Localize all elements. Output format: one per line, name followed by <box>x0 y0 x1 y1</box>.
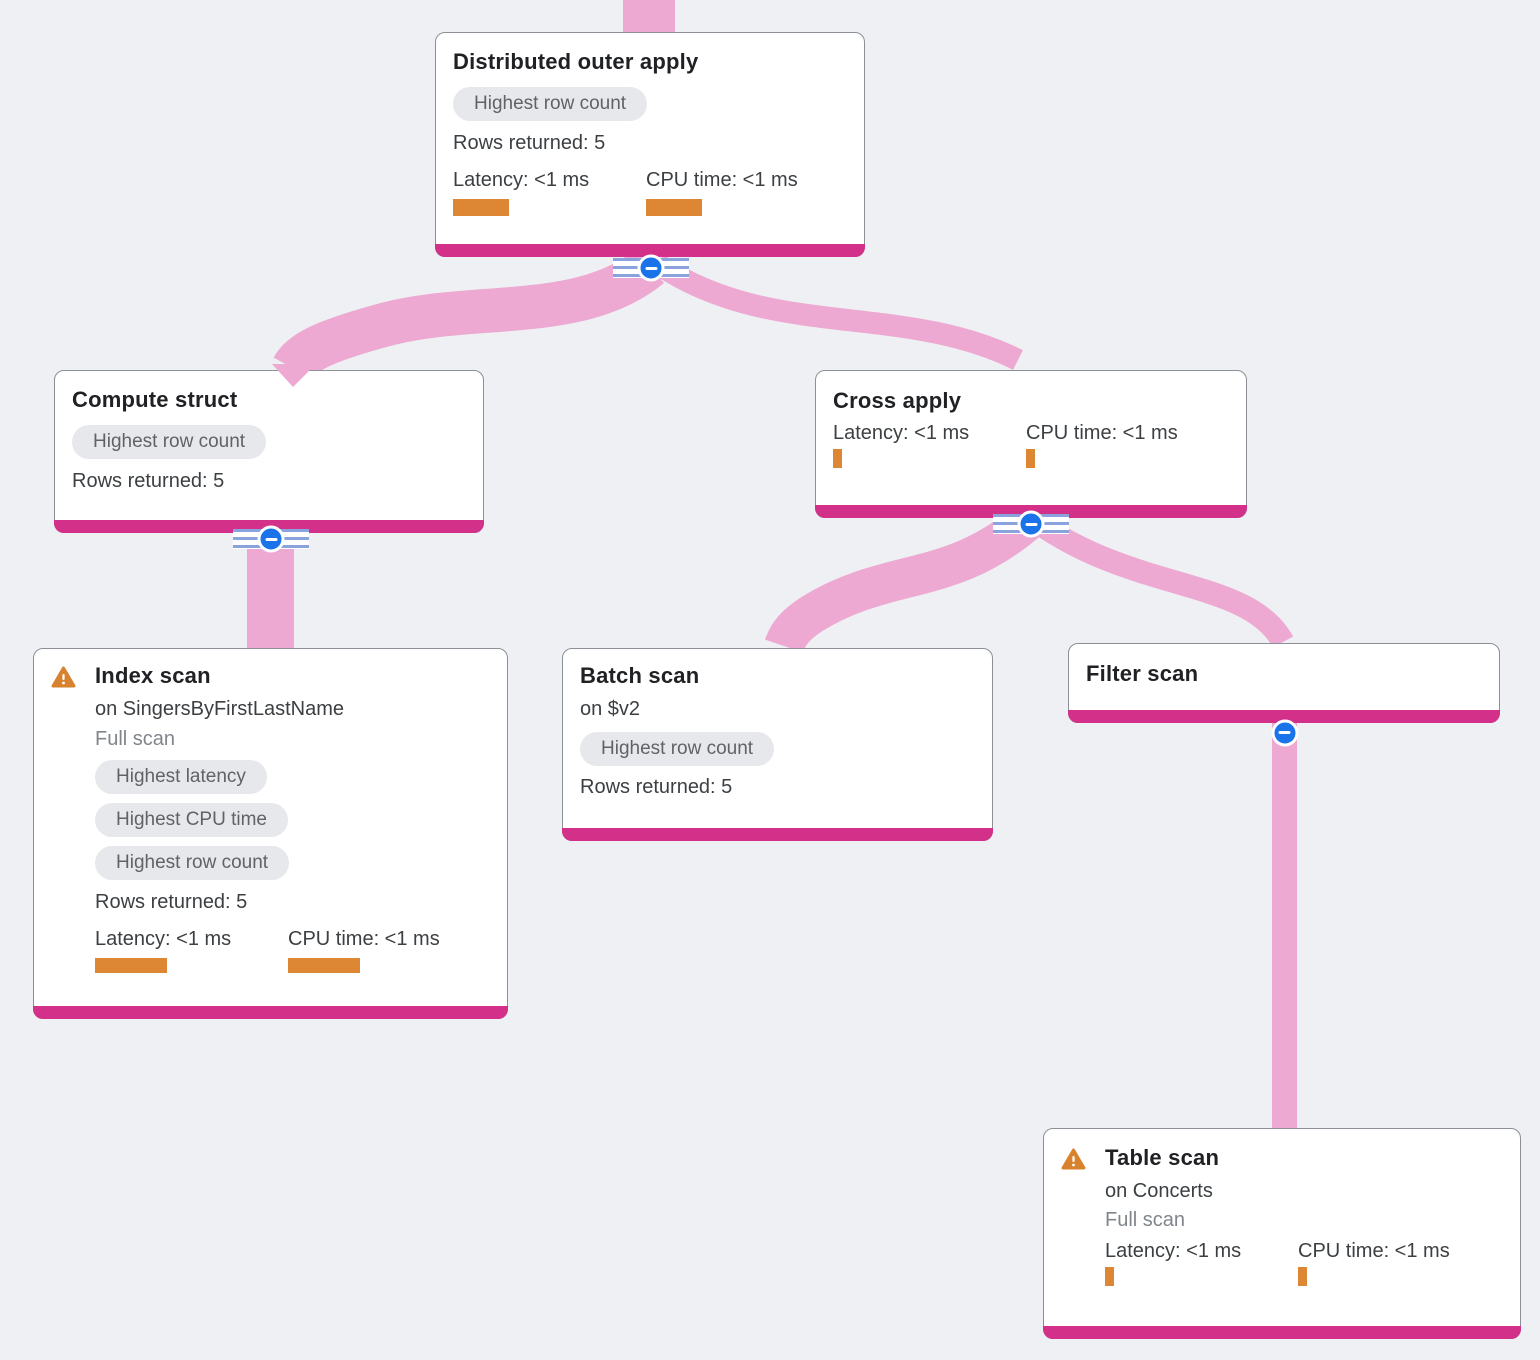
collapse-button-cross-apply[interactable] <box>993 510 1069 538</box>
rows-returned: Rows returned: 5 <box>72 470 225 492</box>
latency-bar <box>453 199 509 216</box>
node-footer-bar <box>562 828 993 841</box>
collapse-minus-circle-icon <box>1017 510 1045 538</box>
cpu-time-bar <box>646 199 702 216</box>
edge-doa-to-cross-apply <box>651 254 1023 370</box>
edge-compute-to-index <box>247 533 294 653</box>
node-title: Compute struct <box>72 387 238 412</box>
node-cross-apply[interactable]: Cross apply Latency: <1 ms CPU time: <1 … <box>815 370 1247 518</box>
cpu-time-label: CPU time: <1 ms <box>1298 1240 1450 1262</box>
latency-bar <box>95 958 167 973</box>
node-filter-scan[interactable]: Filter scan <box>1068 643 1500 723</box>
cpu-time-bar <box>1298 1267 1307 1286</box>
latency-label: Latency: <1 ms <box>833 422 970 444</box>
rows-returned: Rows returned: 5 <box>95 891 248 913</box>
scan-type-label: Full scan <box>1105 1209 1186 1231</box>
node-footer-bar <box>1043 1326 1521 1339</box>
collapse-button-compute-struct[interactable] <box>233 525 309 553</box>
node-table-scan[interactable]: Table scan on Concerts Full scan Latency… <box>1043 1128 1521 1339</box>
rows-returned: Rows returned: 5 <box>453 132 606 154</box>
node-title: Cross apply <box>833 388 962 413</box>
collapse-minus-circle-icon <box>1271 719 1298 746</box>
cpu-time-label: CPU time: <1 ms <box>646 169 798 191</box>
cpu-time-bar <box>1026 449 1035 468</box>
badge-highest-latency: Highest latency <box>95 760 267 794</box>
node-batch-scan[interactable]: Batch scan on $v2 Highest row count Rows… <box>562 648 993 841</box>
node-target: on Concerts <box>1105 1180 1213 1202</box>
warning-icon <box>1061 1148 1086 1170</box>
latency-label: Latency: <1 ms <box>95 928 232 950</box>
arrow-tip-compute-struct <box>272 364 316 387</box>
cpu-time-label: CPU time: <1 ms <box>288 928 440 950</box>
node-index-scan[interactable]: Index scan on SingersByFirstLastName Ful… <box>33 648 508 1019</box>
cpu-time-bar <box>288 958 360 973</box>
latency-bar <box>833 449 842 468</box>
collapse-minus-circle-icon <box>257 525 285 553</box>
node-distributed-outer-apply[interactable]: Distributed outer apply Highest row coun… <box>435 32 865 257</box>
node-title: Index scan <box>95 663 211 688</box>
latency-label: Latency: <1 ms <box>453 169 590 191</box>
node-footer-bar <box>33 1006 508 1019</box>
badge-highest-row-count: Highest row count <box>580 732 775 766</box>
collapse-minus-circle-icon <box>637 254 665 282</box>
node-title: Table scan <box>1105 1145 1220 1170</box>
latency-label: Latency: <1 ms <box>1105 1240 1242 1262</box>
warning-icon <box>51 666 76 688</box>
node-footer-bar <box>435 244 865 257</box>
badge-highest-row-count: Highest row count <box>453 87 648 121</box>
edge-root-feeder <box>623 0 675 36</box>
node-target: on $v2 <box>580 698 641 720</box>
cpu-time-label: CPU time: <1 ms <box>1026 422 1178 444</box>
node-title: Filter scan <box>1086 661 1199 686</box>
collapse-button-filter-scan[interactable] <box>1271 719 1298 746</box>
edge-cross-to-filter-scan <box>1030 512 1294 649</box>
edge-cross-to-batch-scan <box>765 506 1039 654</box>
edge-filter-to-table <box>1272 722 1297 1132</box>
badge-highest-row-count: Highest row count <box>95 846 290 880</box>
rows-returned: Rows returned: 5 <box>580 776 733 798</box>
latency-bar <box>1105 1267 1114 1286</box>
node-footer-bar <box>1068 710 1500 723</box>
scan-type-label: Full scan <box>95 728 176 750</box>
node-title: Batch scan <box>580 663 700 688</box>
badge-highest-cpu-time: Highest CPU time <box>95 803 288 837</box>
node-target: on SingersByFirstLastName <box>95 698 344 720</box>
collapse-button-distributed-outer-apply[interactable] <box>613 254 689 282</box>
badge-highest-row-count: Highest row count <box>72 425 267 459</box>
edge-doa-to-compute-struct <box>273 248 665 380</box>
node-title: Distributed outer apply <box>453 49 699 74</box>
